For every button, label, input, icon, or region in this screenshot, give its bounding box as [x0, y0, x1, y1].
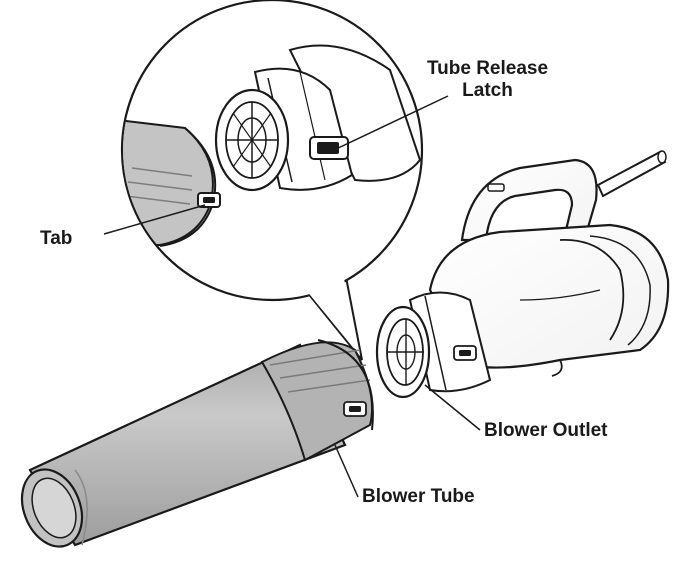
- tab-label: Tab: [40, 228, 73, 249]
- magnifier-callout: [120, 0, 424, 361]
- leader-tab: [103, 204, 206, 235]
- tab-icon: [197, 192, 221, 208]
- tube-release-latch-label-line2: Latch: [462, 80, 513, 101]
- leader-tube-release-latch: [333, 95, 449, 151]
- leader-blower-outlet: [424, 384, 481, 431]
- blower-tube-label: Blower Tube: [362, 486, 475, 507]
- release-latch-icon: [309, 136, 349, 160]
- blower-outlet-label: Blower Outlet: [484, 420, 608, 441]
- tube-release-latch-label-line1: Tube Release: [426, 58, 549, 79]
- blower-body: [375, 150, 670, 399]
- tube-release-latch-label: Tube Release Latch: [405, 58, 570, 102]
- body-latch-icon: [453, 345, 477, 361]
- blower-tube: [20, 339, 374, 548]
- tube-tab-icon: [343, 401, 367, 417]
- leader-lines: [103, 95, 481, 498]
- blower-outlet: [375, 305, 431, 399]
- zoom-blower-outlet: [214, 44, 421, 192]
- leader-blower-tube: [334, 444, 359, 498]
